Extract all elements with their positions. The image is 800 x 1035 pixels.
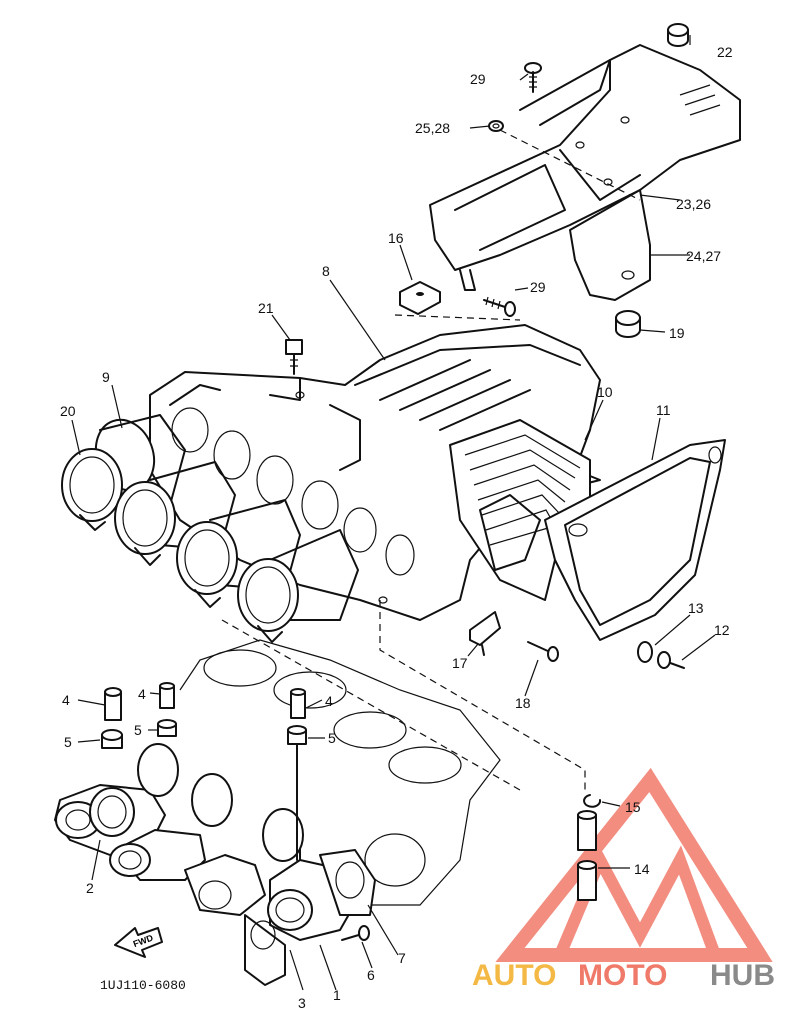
screw-18 bbox=[527, 641, 559, 662]
callout-4-left: 4 bbox=[62, 692, 70, 708]
watermark-brand-part2: MOTO bbox=[578, 959, 667, 992]
intake-joint-1 bbox=[61, 414, 186, 531]
carb-joint-2 bbox=[54, 784, 166, 856]
intake-joint-4 bbox=[237, 529, 359, 643]
callout-5-right: 5 bbox=[328, 730, 336, 746]
clamp-5-right bbox=[287, 725, 307, 861]
callout-14: 14 bbox=[634, 861, 650, 877]
clamp-5-mid bbox=[157, 719, 177, 737]
callout-18: 18 bbox=[515, 695, 531, 711]
callout-20: 20 bbox=[60, 403, 76, 419]
cap-4-right bbox=[290, 688, 306, 719]
callout-12: 12 bbox=[714, 622, 730, 638]
callout-19: 19 bbox=[669, 325, 685, 341]
callout-11: 11 bbox=[656, 402, 671, 418]
watermark-brand-part3: HUB bbox=[710, 959, 775, 992]
callout-10: 10 bbox=[597, 384, 613, 400]
intake-joint-2 bbox=[114, 461, 236, 566]
callout-6: 6 bbox=[367, 967, 375, 983]
callout-25-28: 25,28 bbox=[415, 120, 450, 136]
cap-4-left bbox=[104, 687, 122, 721]
callout-5-left: 5 bbox=[64, 734, 72, 750]
bracket-17 bbox=[469, 611, 501, 656]
carb-joint-mid bbox=[109, 743, 304, 916]
watermark-brand-part1: AUTO bbox=[472, 959, 556, 992]
nut-plate-16 bbox=[399, 281, 441, 315]
clip-15 bbox=[583, 794, 602, 808]
collar-25-28 bbox=[488, 120, 504, 132]
callout-15: 15 bbox=[625, 799, 641, 815]
callout-23-26: 23,26 bbox=[676, 196, 711, 212]
callout-4-right: 4 bbox=[325, 693, 333, 709]
callout-21: 21 bbox=[258, 300, 274, 316]
callout-17: 17 bbox=[452, 655, 468, 671]
callout-1: 1 bbox=[333, 987, 341, 1003]
cylinder-head-outline bbox=[179, 639, 501, 906]
callout-4-mid: 4 bbox=[138, 686, 146, 702]
callout-3: 3 bbox=[298, 995, 306, 1011]
air-filter-case bbox=[149, 324, 601, 621]
callout-7: 7 bbox=[398, 950, 406, 966]
cover-bracket bbox=[569, 189, 651, 301]
side-cover bbox=[429, 44, 741, 291]
washer-13 bbox=[637, 641, 653, 663]
diagram-code: 1UJ110-6080 bbox=[100, 978, 186, 993]
callout-8: 8 bbox=[322, 263, 330, 279]
dashed-guide-lines bbox=[221, 129, 641, 791]
callout-29-mid: 29 bbox=[530, 279, 546, 295]
callout-29-top: 29 bbox=[470, 71, 486, 87]
screw-12 bbox=[657, 651, 685, 669]
clamp-5-left bbox=[101, 729, 123, 749]
callout-13: 13 bbox=[688, 600, 704, 616]
grommet-22 bbox=[667, 23, 689, 47]
callout-24-27: 24,27 bbox=[686, 248, 721, 264]
callout-9: 9 bbox=[102, 369, 110, 385]
callout-22: 22 bbox=[717, 44, 733, 60]
air-filter-cap bbox=[544, 439, 726, 641]
bolt-21 bbox=[285, 339, 303, 375]
callout-2: 2 bbox=[86, 880, 94, 896]
hose-14 bbox=[577, 810, 597, 901]
carb-joint-3 bbox=[244, 914, 286, 986]
screw-29-mid bbox=[483, 296, 516, 317]
leader-lines bbox=[71, 35, 716, 991]
carb-joint-7 bbox=[319, 849, 376, 916]
fwd-arrow-icon bbox=[114, 927, 163, 958]
screw-29-top bbox=[524, 62, 542, 93]
callout-16: 16 bbox=[388, 230, 404, 246]
screw-6 bbox=[341, 925, 370, 941]
callout-5-mid: 5 bbox=[134, 722, 142, 738]
cap-4-mid bbox=[159, 682, 175, 709]
grommet-19 bbox=[615, 310, 641, 338]
